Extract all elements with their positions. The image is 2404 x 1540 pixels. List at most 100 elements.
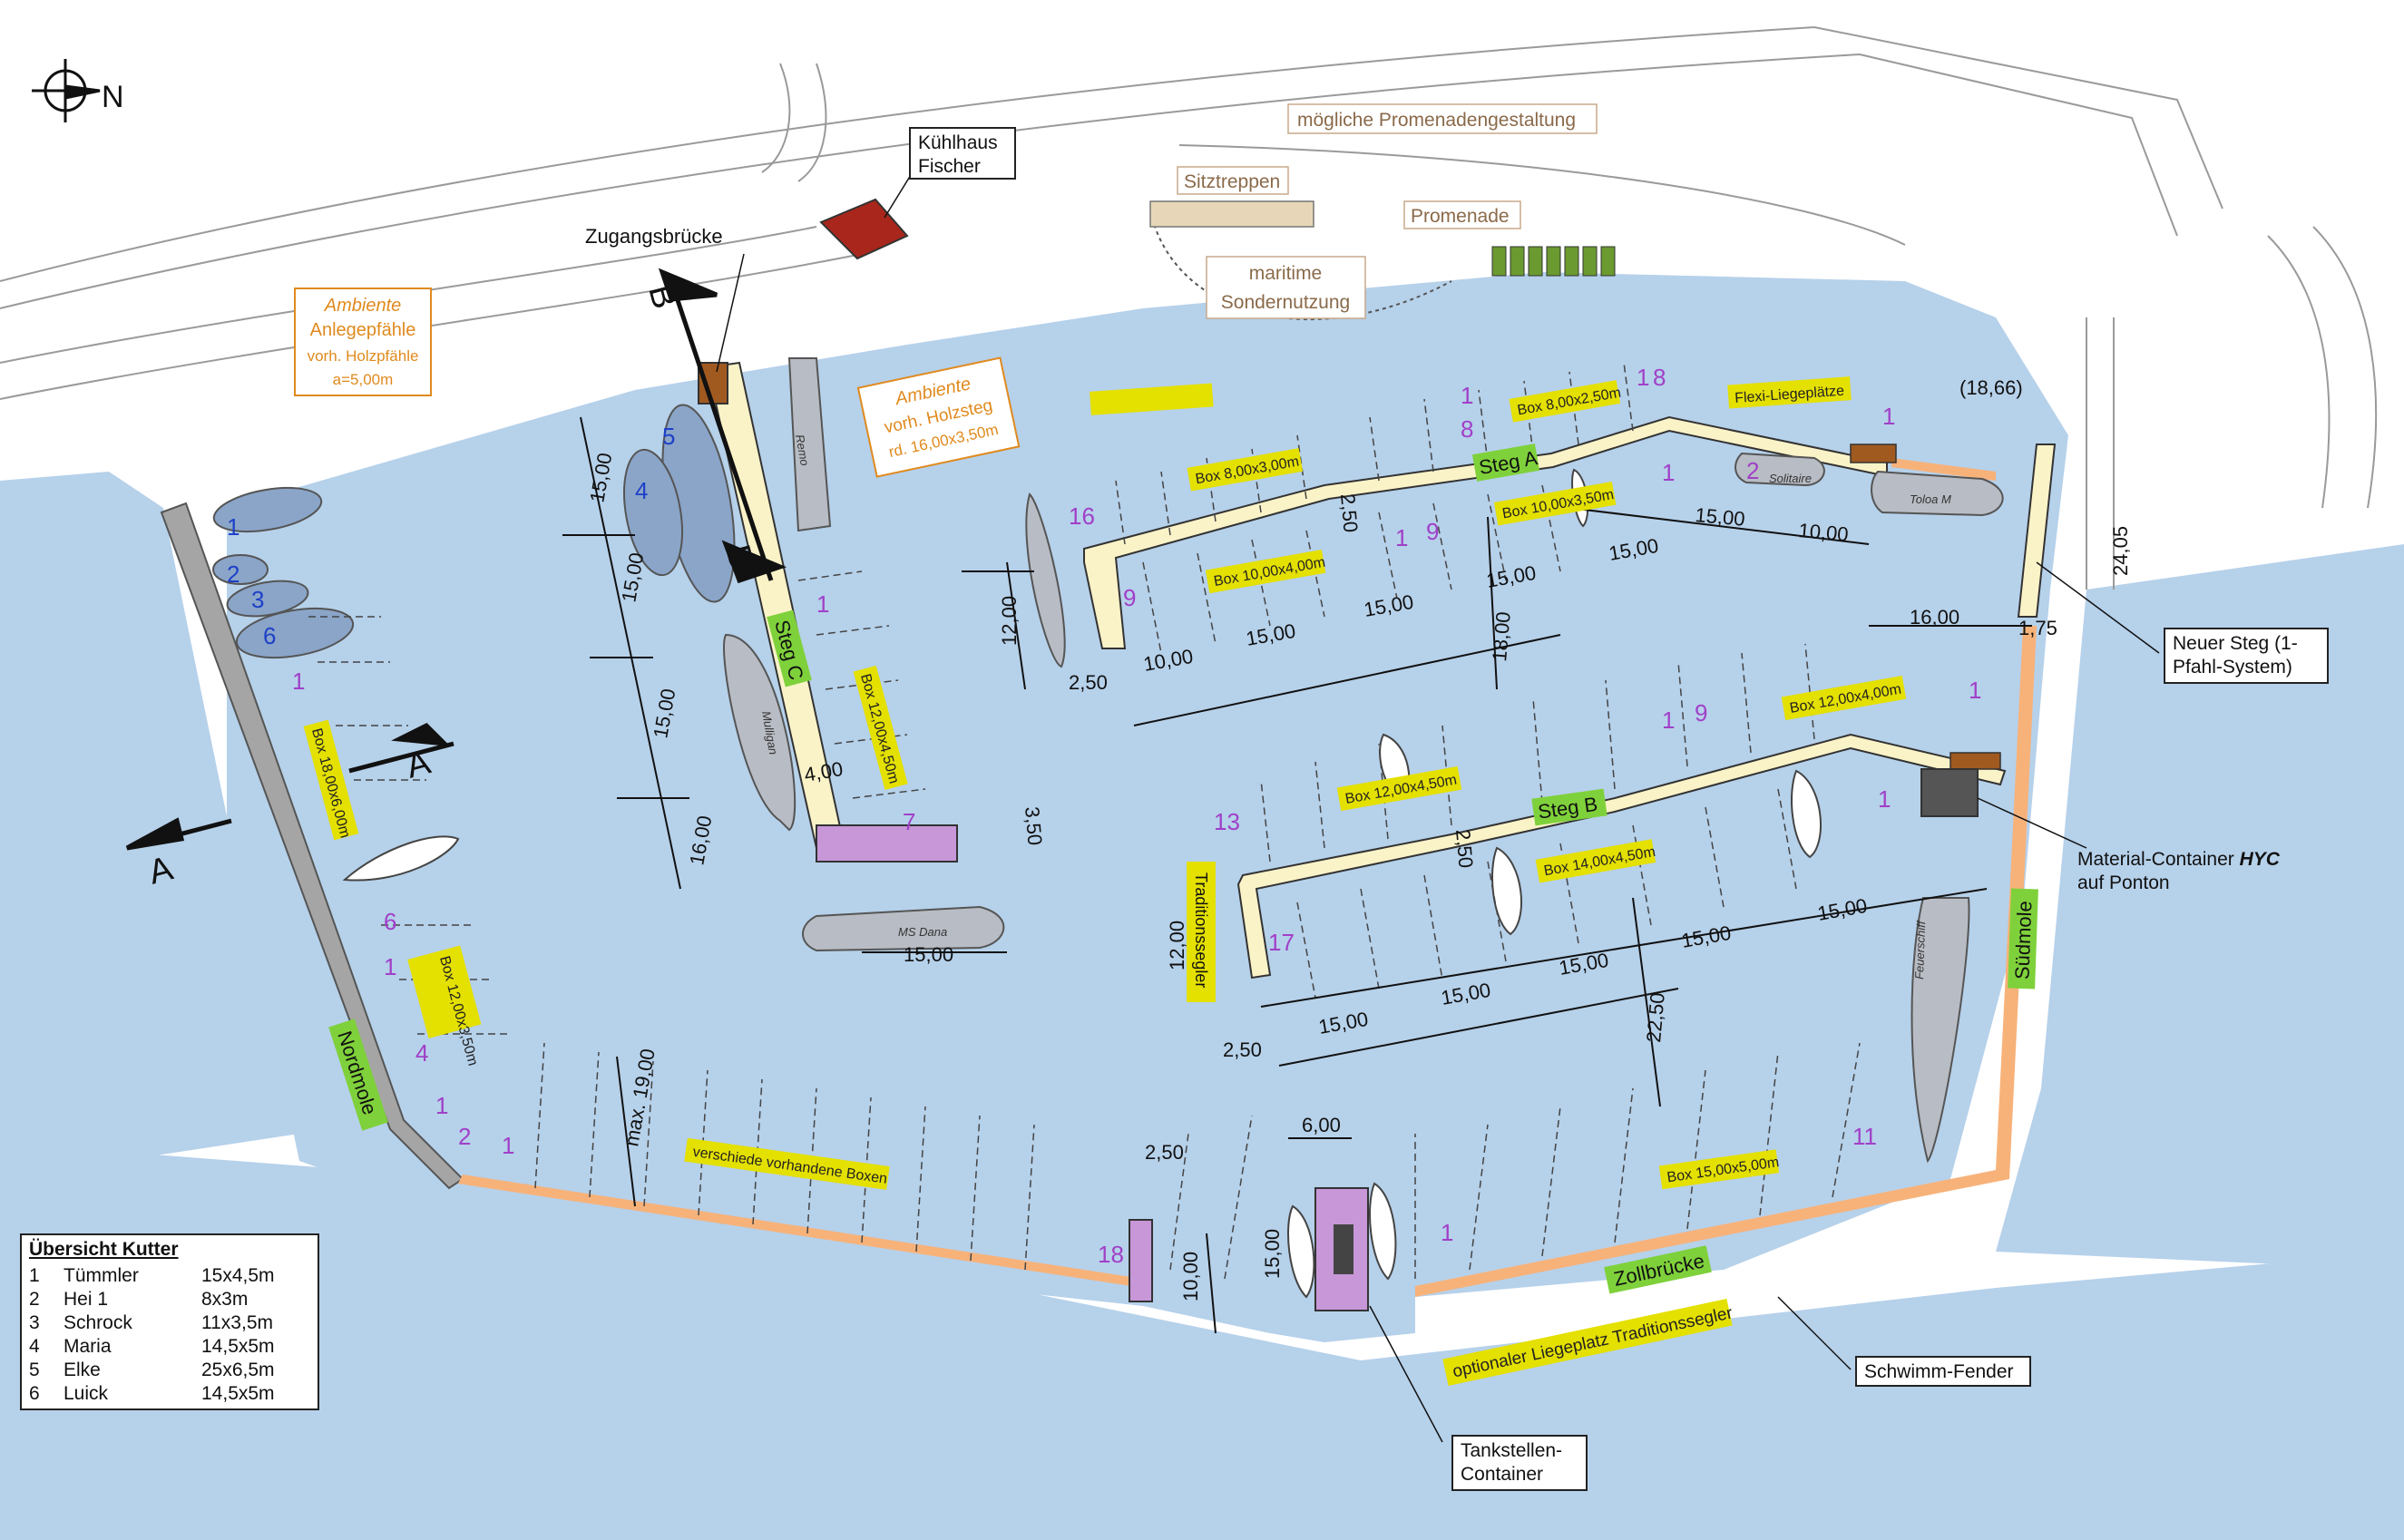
dim-label: 2,50: [1145, 1141, 1184, 1164]
legend-row: 2 Hei 1 8x3m: [29, 1288, 310, 1311]
maritime-label-1: maritime: [1249, 263, 1323, 284]
dim-label: 2,50: [1451, 828, 1478, 869]
boat-name: Feuerschiff: [1912, 920, 1928, 980]
berth-count: 1: [1882, 403, 1895, 430]
outer-water-right: [1996, 544, 2404, 1270]
dim-label: 15,00: [1695, 503, 1746, 531]
berth-count: 1: [816, 590, 829, 618]
pontoon-18: [1129, 1219, 1153, 1302]
boat-name: Remo: [793, 434, 812, 467]
traditionssegler-bg: [1187, 862, 1216, 1002]
dim-label: 12,00: [1166, 921, 1188, 970]
neuer-steg-callout: Neuer Steg (1- Pfahl-System): [2164, 628, 2329, 684]
legend-name: Schrock: [64, 1312, 132, 1333]
legend-num: 5: [29, 1360, 40, 1380]
north-label: N: [102, 80, 124, 114]
legend-num: 2: [29, 1289, 40, 1310]
legend-size: 14,5x5m: [201, 1336, 275, 1357]
berth-count: 1: [1662, 707, 1675, 734]
promenade-label-box: [1403, 200, 1521, 229]
kutter-number: 6: [263, 622, 276, 649]
steg-b: [1236, 733, 2007, 980]
legend-size: 11x3,5m: [201, 1312, 273, 1333]
top-right-quay: [1891, 458, 1996, 481]
berth-count: 7: [903, 808, 915, 835]
berth-count: 1: [292, 668, 305, 695]
dim-label: 3,50: [1021, 805, 1047, 846]
berth-count: 1: [1461, 382, 1473, 409]
berth-count: 8: [1653, 364, 1666, 391]
dim-label: 2,50: [1336, 492, 1363, 533]
berth-count: 16: [1069, 502, 1095, 530]
berth-count: 17: [1268, 929, 1295, 956]
berth-count: 1: [384, 953, 396, 980]
legend-name: Maria: [64, 1336, 112, 1357]
legend-name: Hei 1: [64, 1289, 109, 1310]
kuehlhaus-callout: Kühlhaus Fischer: [909, 127, 1016, 180]
ambiente-pfaehle-box: [294, 288, 432, 396]
legend-num: 1: [29, 1265, 40, 1286]
legend-size: 8x3m: [201, 1289, 249, 1310]
zugangsbruecke-label: Zugangsbrücke: [585, 225, 723, 248]
street-lines: [0, 26, 2378, 590]
berth-count: 18: [1098, 1241, 1124, 1268]
legend-row: 5 Elke 25x6,5m: [29, 1359, 310, 1382]
sitztreppen-label: Sitztreppen: [1184, 171, 1280, 192]
dimension-lines: [562, 416, 2032, 1334]
dim-label: 24,05: [2109, 526, 2132, 576]
green-fenders-row: [1491, 246, 1616, 277]
berth-count: 4: [415, 1039, 428, 1067]
berth-count: 9: [1426, 518, 1439, 545]
berth-count: 2: [1746, 457, 1759, 484]
legend-size: 25x6,5m: [201, 1360, 275, 1380]
dim-label: 12,00: [998, 596, 1021, 646]
dim-label: 22,50: [1642, 991, 1669, 1043]
nordmole-bg: [328, 1019, 388, 1131]
maritime-label-2: Sondernutzung: [1221, 292, 1350, 313]
berth-count: 13: [1214, 808, 1240, 835]
dim-label: 10,00: [1798, 519, 1850, 546]
steg-a-bg: [1471, 443, 1540, 482]
kutter-number: 5: [662, 423, 675, 450]
north-arrow-icon: [32, 59, 101, 122]
berth-count: 1: [1395, 524, 1408, 551]
maritime-box: [1206, 256, 1366, 319]
ambiente-holzsteg-box: [856, 356, 1021, 478]
boat-name: Toloa M: [1910, 492, 1951, 506]
verschiedene-bg: [684, 1137, 890, 1190]
berth-count: 8: [1461, 415, 1473, 443]
berth-count: 1: [502, 1132, 514, 1159]
dim-label: 15,00: [904, 943, 953, 966]
legend-row: 3 Schrock 11x3,5m: [29, 1311, 310, 1335]
legend-name: Luick: [64, 1383, 109, 1404]
dim-label: (18,66): [1959, 376, 2023, 399]
box-lines: [308, 362, 1861, 1280]
ambiente-label-4: a=5,00m: [333, 371, 394, 388]
boat-name: MS Dana: [898, 925, 947, 939]
flexi-bg: [1727, 376, 1852, 409]
kutter-number: 1: [227, 513, 239, 541]
berth-count: 1: [1637, 364, 1649, 391]
legend-num: 3: [29, 1312, 40, 1333]
material-container-line2: auf Ponton: [2077, 872, 2170, 893]
steg-b-bg: [1531, 788, 1608, 826]
legend-size: 14,5x5m: [201, 1383, 275, 1404]
steg-c: [698, 361, 958, 863]
berth-count: 9: [1123, 584, 1136, 611]
ambiente-label-2: Anlegepfähle: [310, 320, 416, 340]
legend-name: Elke: [64, 1360, 101, 1380]
promenade-box: [1287, 103, 1598, 134]
outer-water-left: [0, 472, 299, 1179]
ambiente-label-1: Ambiente: [324, 296, 402, 316]
dim-label: 2,50: [1223, 1038, 1262, 1061]
zollbruecke-bg: [1604, 1245, 1712, 1294]
ambiente-label-3: vorh. Holzpfähle: [308, 347, 419, 365]
material-container-line1: Material-Container HYC: [2077, 849, 2280, 870]
dim-label: 16,00: [1910, 606, 1959, 629]
kuehlhaus-roof: [819, 198, 909, 260]
dim-label: 15,00: [1261, 1229, 1284, 1279]
dim-label: 2,50: [1069, 671, 1108, 694]
